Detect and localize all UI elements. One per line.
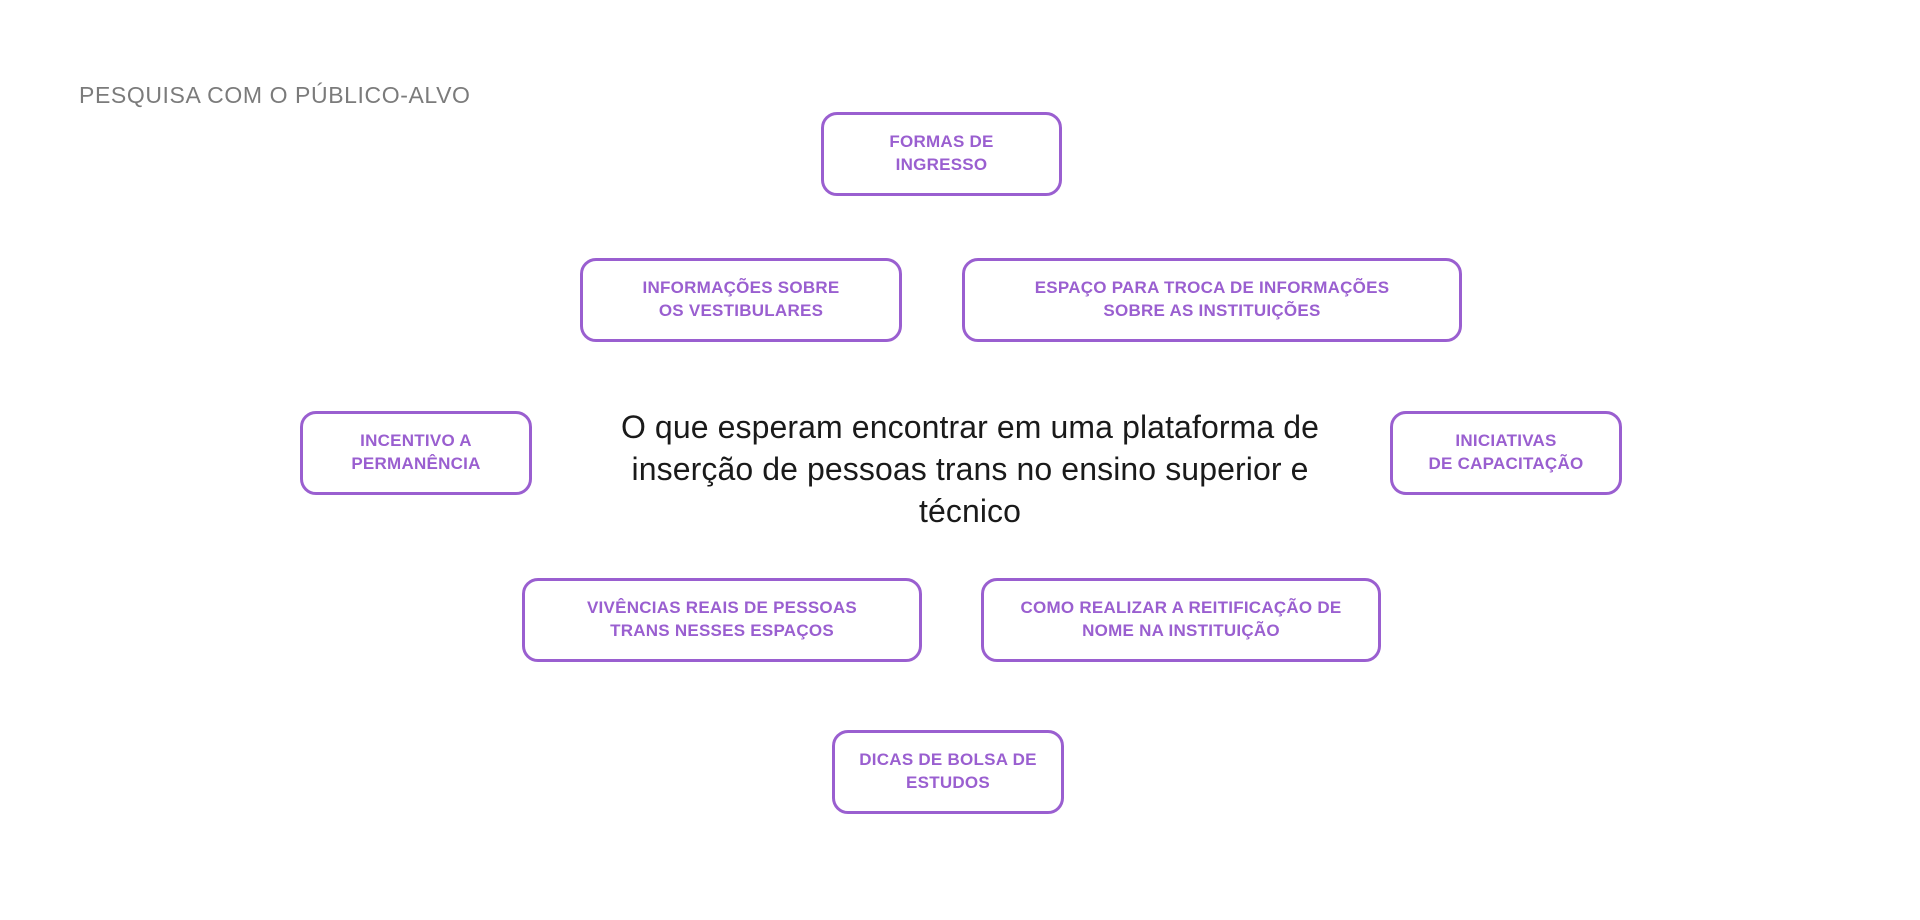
node-label: INFORMAÇÕES SOBRE OS VESTIBULARES [642,278,840,320]
node-label: COMO REALIZAR A REITIFICAÇÃO DE NOME NA … [1020,598,1342,640]
node-dicas-de-bolsa-de-estudos[interactable]: DICAS DE BOLSA DE ESTUDOS [832,730,1064,814]
center-question-text: O que esperam encontrar em uma plataform… [620,409,1320,530]
node-como-realizar-a-reitificacao-de-nome[interactable]: COMO REALIZAR A REITIFICAÇÃO DE NOME NA … [981,578,1381,662]
node-informacoes-sobre-os-vestibulares[interactable]: INFORMAÇÕES SOBRE OS VESTIBULARES [580,258,902,342]
node-label: VIVÊNCIAS REAIS DE PESSOAS TRANS NESSES … [586,598,858,640]
node-label: INICIATIVAS DE CAPACITAÇÃO [1428,431,1584,473]
node-label: INCENTIVO A PERMANÊNCIA [351,431,481,473]
node-label: DICAS DE BOLSA DE ESTUDOS [859,750,1037,792]
node-label: FORMAS DE INGRESSO [889,132,994,174]
node-label: ESPAÇO PARA TROCA DE INFORMAÇÕES SOBRE A… [1034,278,1390,320]
node-iniciativas-de-capacitacao[interactable]: INICIATIVAS DE CAPACITAÇÃO [1390,411,1622,495]
node-espaco-para-troca-de-informacoes[interactable]: ESPAÇO PARA TROCA DE INFORMAÇÕES SOBRE A… [962,258,1462,342]
node-formas-ingresso[interactable]: FORMAS DE INGRESSO [821,112,1062,196]
slide-eyebrow-label: PESQUISA COM O PÚBLICO-ALVO [79,82,471,108]
node-vivencias-reais-de-pessoas-trans[interactable]: VIVÊNCIAS REAIS DE PESSOAS TRANS NESSES … [522,578,922,662]
node-incentivo-a-permanencia[interactable]: INCENTIVO A PERMANÊNCIA [300,411,532,495]
